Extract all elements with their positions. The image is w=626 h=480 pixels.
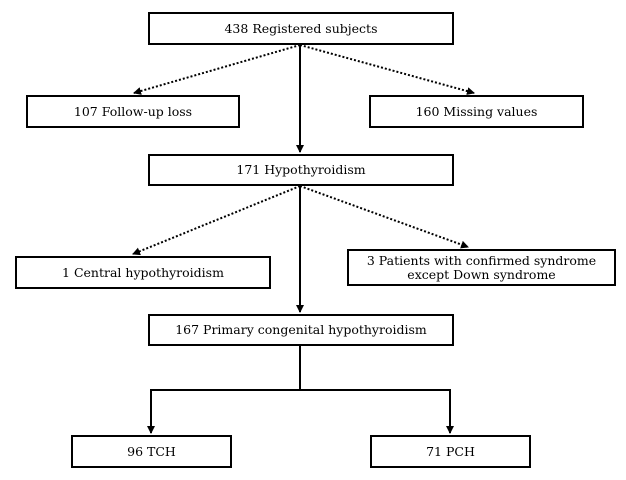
- node-pch: 71 PCH: [370, 435, 531, 468]
- node-primary-congenital-hypothyroidism-label: 167 Primary congenital hypothyroidism: [175, 322, 427, 337]
- node-hypothyroidism-label: 171 Hypothyroidism: [236, 162, 366, 177]
- node-follow-up-loss: 107 Follow-up loss: [26, 95, 240, 128]
- node-central-hypothyroidism-label: 1 Central hypothyroidism: [62, 264, 224, 280]
- node-pch-label: 71 PCH: [426, 443, 475, 459]
- node-registered-subjects: 438 Registered subjects: [148, 12, 454, 45]
- node-confirmed-syndrome-label: 3 Patients with confirmed syndrome excep…: [366, 252, 597, 282]
- edge-hypothyroidism-to-syndrome: [299, 185, 469, 249]
- node-missing-values-label: 160 Missing values: [415, 103, 538, 119]
- node-hypothyroidism: 171 Hypothyroidism: [148, 154, 454, 186]
- node-tch-label: 96 TCH: [127, 443, 176, 459]
- edge-hypothyroidism-to-central: [132, 185, 301, 256]
- node-missing-values: 160 Missing values: [369, 95, 584, 128]
- node-tch: 96 TCH: [71, 435, 232, 468]
- node-confirmed-syndrome: 3 Patients with confirmed syndrome excep…: [347, 249, 616, 286]
- edge-registered-to-followup: [133, 44, 301, 95]
- node-central-hypothyroidism: 1 Central hypothyroidism: [15, 256, 271, 289]
- node-registered-subjects-label: 438 Registered subjects: [224, 20, 378, 36]
- node-primary-congenital-hypothyroidism: 167 Primary congenital hypothyroidism: [148, 314, 454, 346]
- node-follow-up-loss-label: 107 Follow-up loss: [73, 103, 193, 119]
- edge-registered-to-missing: [299, 44, 475, 95]
